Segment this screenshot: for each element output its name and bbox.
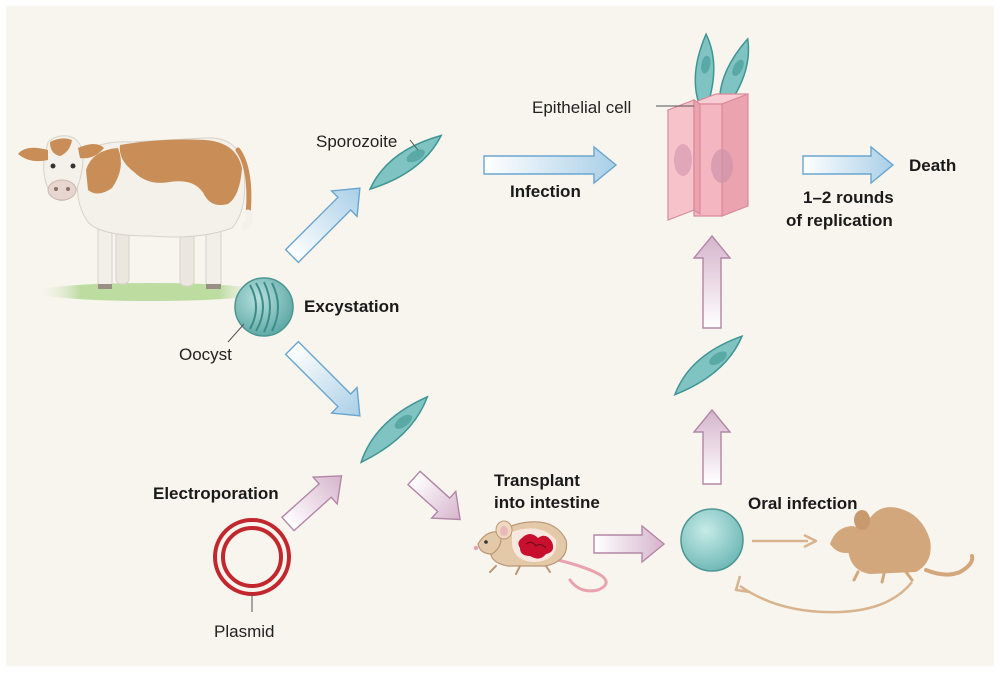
replication-arrow-lower bbox=[692, 408, 732, 485]
transplant-label-line1: Transplant bbox=[494, 471, 580, 490]
background-panel bbox=[6, 6, 994, 666]
sporozoite-icon bbox=[368, 134, 443, 191]
epithelial-cell-icon bbox=[667, 32, 750, 221]
sporozoite-icon bbox=[673, 334, 744, 397]
electroporation-arrow bbox=[280, 475, 343, 532]
mouse-silhouette-icon bbox=[830, 507, 975, 584]
epithelial-cell-label: Epithelial cell bbox=[532, 98, 631, 117]
oocyst-leader-line bbox=[227, 323, 245, 343]
mouse-to-oocyst-arrow bbox=[593, 524, 666, 564]
oocyst-sphere-icon bbox=[680, 508, 744, 572]
oral-infection-arrow bbox=[752, 533, 818, 549]
transplant-arrow bbox=[406, 470, 461, 521]
excystation-arrow-up bbox=[284, 187, 361, 264]
sporozoite-leader-line bbox=[409, 139, 419, 151]
sporozoite-label: Sporozoite bbox=[316, 132, 397, 151]
cow-icon bbox=[18, 135, 253, 289]
transplant-label-line2: into intestine bbox=[494, 493, 600, 512]
sporozoite-icon bbox=[359, 395, 429, 464]
grass-patch bbox=[35, 283, 265, 301]
plasmid-label: Plasmid bbox=[214, 622, 274, 641]
oocyst-label: Oocyst bbox=[179, 345, 232, 364]
excystation-arrow-down bbox=[284, 340, 361, 417]
excystation-label: Excystation bbox=[304, 297, 399, 316]
death-label: Death bbox=[909, 156, 956, 175]
infection-arrow bbox=[483, 145, 618, 185]
oral-infection-label: Oral infection bbox=[748, 494, 858, 513]
death-arrow bbox=[802, 145, 895, 185]
oocyst-icon bbox=[234, 277, 294, 337]
replication-label-line2: of replication bbox=[786, 211, 893, 230]
infection-label: Infection bbox=[510, 182, 581, 201]
replication-label-line1: 1–2 rounds bbox=[803, 188, 894, 207]
return-cycle-arrow bbox=[734, 575, 913, 614]
replication-arrow-upper bbox=[692, 234, 732, 329]
mouse-icon bbox=[473, 520, 608, 593]
electroporation-label: Electroporation bbox=[153, 484, 279, 503]
